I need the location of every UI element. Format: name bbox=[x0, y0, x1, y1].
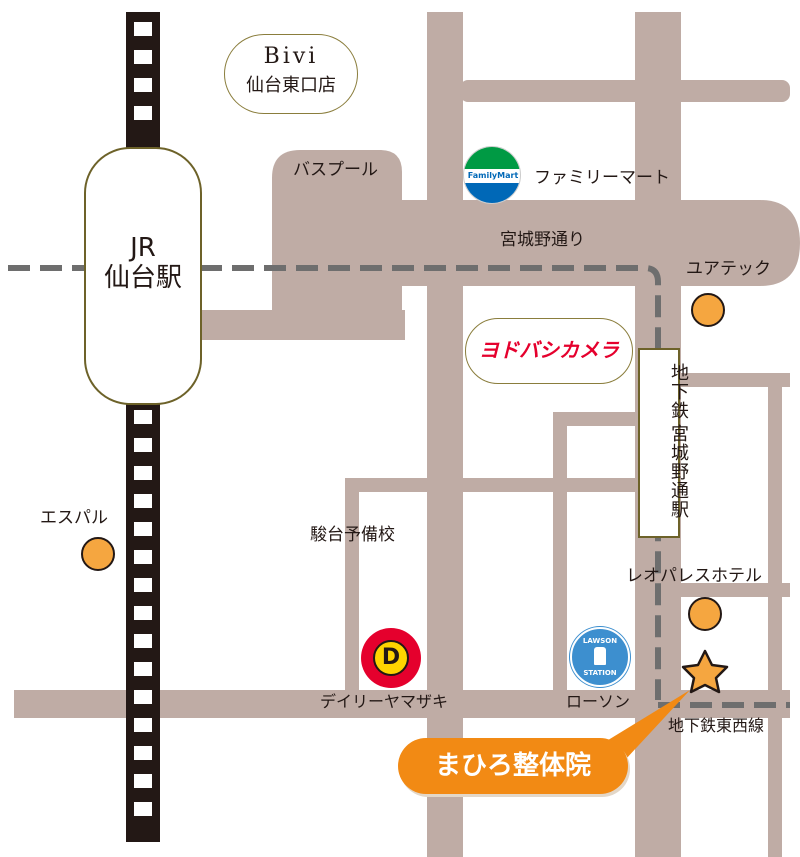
daily-yamazaki-label: デイリーヤマザキ bbox=[320, 692, 449, 711]
daily-yamazaki-logo: D bbox=[361, 628, 421, 688]
jr-sendai-station bbox=[84, 147, 202, 405]
familymart-logo: FamilyMart bbox=[463, 146, 521, 204]
subway-line-miyagino bbox=[8, 265, 661, 700]
landmark-dot-icon bbox=[81, 537, 115, 571]
familymart-label: ファミリーマート bbox=[534, 168, 670, 188]
road-top-right bbox=[460, 80, 790, 102]
miyagino-street-label: 宮城野通り bbox=[500, 230, 585, 250]
road-h-sundai bbox=[345, 478, 643, 492]
subway-lines bbox=[8, 265, 790, 708]
star-icon bbox=[681, 649, 729, 694]
bus-pool-road bbox=[272, 150, 402, 205]
tozai-line-label: 地下鉄東西線 bbox=[668, 716, 765, 735]
landmark-dot-icon bbox=[688, 597, 722, 631]
clinic-callout: まひろ整体院 bbox=[398, 738, 628, 794]
subway-station-line1: 地下鉄 bbox=[668, 362, 689, 420]
sundai-label: 駿台予備校 bbox=[310, 525, 395, 545]
bus-pool-label: バスプール bbox=[293, 160, 378, 180]
bivi-brand: Bivi bbox=[263, 44, 319, 69]
jr-station-line1: JR bbox=[130, 233, 156, 263]
yodobashi-badge bbox=[465, 318, 633, 384]
railway-track-icon bbox=[126, 12, 160, 842]
landmark-dot-icon bbox=[691, 293, 725, 327]
u-artec-label: ユアテック bbox=[686, 259, 771, 279]
leo-palace-label: レオパレスホテル bbox=[626, 566, 762, 586]
road-h-right2 bbox=[680, 583, 790, 597]
road-v-sundai bbox=[345, 478, 359, 698]
lawson-logo: LAWSON STATION bbox=[570, 627, 630, 687]
lawson-label: ローソン bbox=[566, 692, 631, 711]
road-miyagino-end bbox=[730, 200, 800, 286]
familymart-logo-text: FamilyMart bbox=[467, 171, 519, 180]
jr-station-line2: 仙台駅 bbox=[103, 263, 182, 293]
road-v-right bbox=[768, 373, 782, 857]
bivi-branch: 仙台東口店 bbox=[246, 75, 336, 96]
clinic-callout-tail bbox=[600, 690, 690, 760]
road-h-mid bbox=[553, 412, 643, 426]
subway-miyagino-dori-station bbox=[638, 348, 680, 538]
daily-yamazaki-logo-text: D bbox=[373, 640, 409, 676]
yodobashi-logo: ヨドバシカメラ bbox=[479, 338, 619, 362]
espal-label: エスパル bbox=[40, 508, 108, 528]
lawson-logo-line2: STATION bbox=[583, 669, 617, 677]
subway-station-line2: 宮城野通駅 bbox=[668, 424, 689, 519]
milk-can-icon bbox=[594, 647, 606, 665]
bivi-badge bbox=[224, 34, 358, 114]
road-v-mid bbox=[553, 412, 567, 697]
road-v1 bbox=[427, 12, 463, 857]
road-h-right1 bbox=[680, 373, 790, 387]
lawson-logo-line1: LAWSON bbox=[582, 637, 618, 645]
